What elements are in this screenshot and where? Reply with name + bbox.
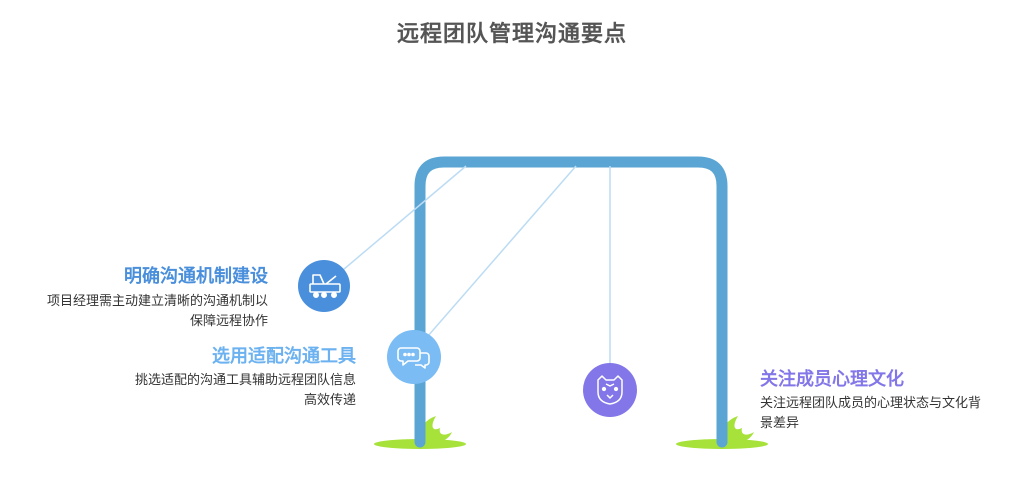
chat-bubbles-icon [397, 347, 430, 369]
item-1-desc-line-1: 项目经理需主动建立清晰的沟通机制以 [46, 294, 268, 309]
ball-3 [583, 363, 637, 417]
item-2-desc-line-2: 高效传递 [303, 393, 356, 408]
item-1-description: 项目经理需主动建立清晰的沟通机制以 保障远程协作 [47, 292, 268, 332]
item-3-description: 关注远程团队成员的心理状态与文化背 景差异 [760, 394, 981, 434]
item-2-title: 选用适配沟通工具 [212, 346, 356, 367]
string-2 [413, 165, 577, 353]
item-3-desc-line-2: 景差异 [760, 416, 800, 431]
item-1-title: 明确沟通机制建设 [124, 266, 268, 287]
ball-1 [298, 260, 350, 312]
frame [414, 156, 728, 448]
item-1-desc-line-2: 保障远程协作 [189, 314, 268, 329]
crane-truck-icon [309, 274, 341, 298]
tiger-face-icon [597, 375, 623, 405]
page-title: 远程团队管理沟通要点 [396, 22, 627, 47]
item-3-desc-line-1: 关注远程团队成员的心理状态与文化背 [760, 396, 982, 411]
item-2-desc-line-1: 挑选适配的沟通工具辅助远程团队信息 [134, 373, 356, 388]
item-2-description: 挑选适配的沟通工具辅助远程团队信息 高效传递 [135, 371, 356, 411]
item-3-title: 关注成员心理文化 [760, 369, 904, 390]
string-1 [323, 165, 467, 287]
ball-2 [387, 330, 441, 384]
